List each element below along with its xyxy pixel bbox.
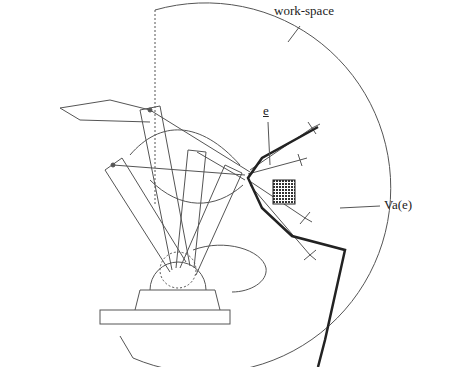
forearm [60, 100, 150, 122]
gripper [300, 212, 312, 224]
link [105, 158, 186, 272]
leader-line [268, 122, 270, 165]
workspace-notch [193, 245, 266, 292]
region-boundary [248, 127, 345, 367]
gripper [304, 250, 316, 260]
link [176, 150, 206, 268]
forearm [150, 110, 250, 172]
obstacle [273, 180, 295, 204]
link [180, 165, 242, 275]
leader-line [340, 206, 380, 208]
gripper [298, 154, 307, 166]
base-joint [150, 262, 206, 290]
forearm-outline [130, 130, 240, 165]
robot-pedestal [135, 290, 220, 310]
forearm [113, 165, 245, 175]
robot-base [100, 310, 230, 324]
obstacle-label: e [263, 104, 269, 118]
base-circle [160, 252, 196, 288]
workspace-arc [133, 3, 391, 367]
region-label: work-space [274, 4, 334, 18]
region-label: Va(e) [384, 198, 412, 212]
leader-line [288, 26, 300, 42]
forearm-outline [150, 180, 243, 203]
forearm [197, 152, 245, 180]
workspace-edge [120, 336, 133, 358]
